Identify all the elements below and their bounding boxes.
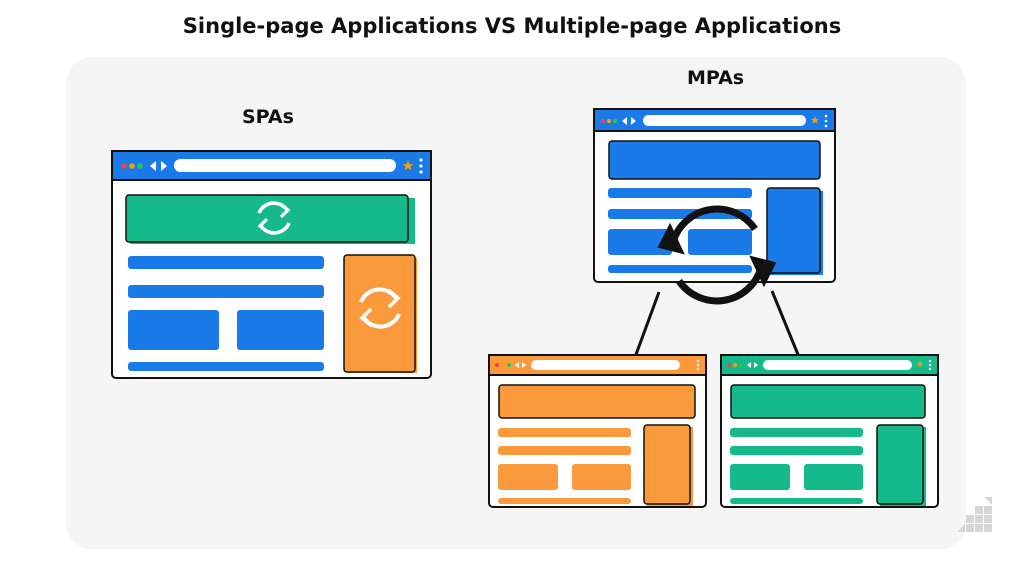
content-bar <box>498 428 631 437</box>
content-card <box>688 229 752 255</box>
content-card <box>804 464 863 490</box>
spa-sidebar-block <box>343 254 416 373</box>
content-bar <box>128 362 324 371</box>
refresh-icon <box>359 287 401 329</box>
address-bar <box>174 159 396 172</box>
content-card <box>128 310 219 350</box>
content-card <box>608 229 672 255</box>
sync-icon <box>657 205 777 305</box>
mpa-browser-window-orange <box>488 354 707 508</box>
diagram-title: Single-page Applications VS Multiple-pag… <box>182 14 842 38</box>
content-bar <box>608 188 752 198</box>
mpa-label: MPAs <box>687 67 745 89</box>
content-bar <box>128 285 324 298</box>
content-card <box>498 464 558 490</box>
content-bar <box>730 428 863 437</box>
nav-arrows-icon <box>747 362 758 368</box>
mpa-sidebar-block <box>766 187 821 274</box>
content-bar <box>730 446 863 455</box>
nav-arrows-icon <box>622 117 636 125</box>
content-bar <box>608 265 752 273</box>
content-card <box>572 464 631 490</box>
page-sidebar-block <box>876 424 924 505</box>
star-icon <box>810 116 820 124</box>
menu-dots-icon <box>824 114 828 128</box>
content-bar <box>128 256 324 269</box>
content-card <box>237 310 324 350</box>
page-header-block <box>730 384 926 419</box>
window-control-dots <box>600 118 618 124</box>
content-card <box>730 464 790 490</box>
mpa-header-block <box>608 140 821 180</box>
address-bar <box>643 115 806 126</box>
spa-header-block <box>125 194 409 243</box>
star-icon <box>402 160 414 171</box>
content-bar <box>498 446 631 455</box>
window-control-dots <box>495 363 511 367</box>
content-bar <box>498 498 631 504</box>
address-bar <box>763 360 912 370</box>
address-bar <box>531 360 680 370</box>
spa-browser-window <box>111 150 432 379</box>
mpa-browser-window-green <box>720 354 939 508</box>
nav-arrows-icon <box>515 362 526 368</box>
spa-label: SPAs <box>242 106 294 128</box>
star-icon <box>916 360 924 367</box>
refresh-icon <box>257 201 291 235</box>
brand-logo-icon <box>957 497 992 532</box>
mpa-browser-window-main <box>593 108 836 283</box>
menu-dots-icon <box>419 158 423 174</box>
content-bar <box>730 498 863 504</box>
window-control-dots <box>121 163 143 169</box>
star-icon <box>684 360 692 367</box>
menu-dots-icon <box>696 359 700 371</box>
nav-arrows-icon <box>150 161 167 171</box>
page-header-block <box>498 384 696 419</box>
window-control-dots <box>727 363 743 367</box>
page-sidebar-block <box>643 424 691 505</box>
menu-dots-icon <box>928 359 932 371</box>
